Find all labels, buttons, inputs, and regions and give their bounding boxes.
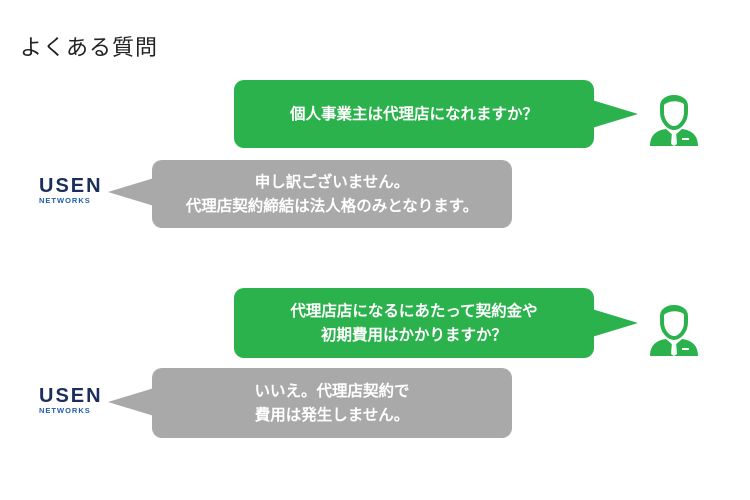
answer-bubble-2: いいえ。代理店契約で 費用は発生しません。 bbox=[152, 368, 512, 438]
person-avatar-icon bbox=[650, 95, 698, 146]
usen-networks-logo: USEN NETWORKS bbox=[39, 386, 119, 416]
usen-networks-logo: USEN NETWORKS bbox=[39, 176, 119, 206]
answer-bubble-1-tail bbox=[108, 178, 154, 206]
logo-main-text: USEN bbox=[39, 175, 103, 197]
logo-main-text: USEN bbox=[39, 385, 103, 407]
person-avatar-icon bbox=[650, 305, 698, 356]
question-bubble-1-tail bbox=[592, 100, 638, 128]
question-bubble-2: 代理店店になるにあたって契約金や 初期費用はかかりますか？ bbox=[234, 288, 594, 358]
logo-sub-text: NETWORKS bbox=[39, 406, 91, 415]
logo-sub-text: NETWORKS bbox=[39, 196, 91, 205]
answer-bubble-1: 申し訳ございません。 代理店契約締結は法人格のみとなります。 bbox=[152, 160, 512, 228]
answer-bubble-2-tail bbox=[108, 388, 154, 416]
question-bubble-2-tail bbox=[592, 309, 638, 337]
page-title: よくある質問 bbox=[20, 36, 159, 61]
question-bubble-1: 個人事業主は代理店になれますか？ bbox=[234, 80, 594, 148]
